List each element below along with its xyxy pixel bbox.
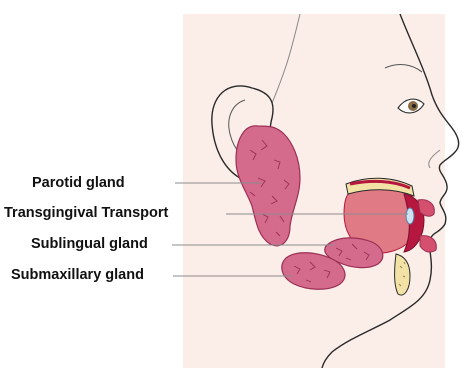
lower-jaw-bone bbox=[395, 254, 410, 295]
sublingual-gland-label: Sublingual gland bbox=[31, 236, 148, 252]
submaxillary-gland-label: Submaxillary gland bbox=[11, 267, 144, 283]
nose-line bbox=[429, 150, 440, 168]
lower-lip bbox=[420, 236, 436, 252]
eye-pupil bbox=[412, 104, 416, 108]
transgingival-site bbox=[406, 208, 414, 224]
parotid-gland-label: Parotid gland bbox=[32, 175, 125, 191]
parotid-gland bbox=[236, 126, 300, 246]
eyebrow-line bbox=[385, 65, 422, 72]
transgingival-transport-label: Transgingival Transport bbox=[4, 205, 168, 221]
skull-back-outline bbox=[270, 14, 300, 108]
